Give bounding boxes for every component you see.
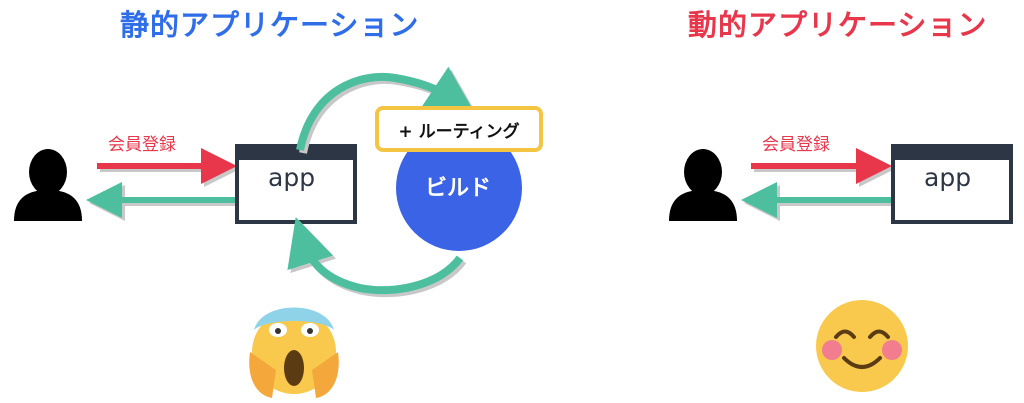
app-label-right: app xyxy=(924,163,972,192)
build-circle xyxy=(396,125,522,251)
app-window-right xyxy=(891,144,1013,224)
build-arrow-top xyxy=(296,66,478,154)
register-label-left: 会員登録 xyxy=(108,135,176,155)
response-arrow-left xyxy=(86,182,239,221)
register-label-right: 会員登録 xyxy=(762,135,830,155)
app-label-left: app xyxy=(268,163,316,192)
request-arrow-right xyxy=(751,148,895,187)
static-app-title: 静的アプリケーション xyxy=(120,8,420,42)
dynamic-app-title: 動的アプリケーション xyxy=(688,8,988,42)
build-label: ビルド xyxy=(424,176,491,201)
user-icon-right xyxy=(669,149,737,221)
user-icon-left xyxy=(14,149,82,221)
response-arrow-right xyxy=(741,182,895,221)
routing-badge: + ルーティング xyxy=(375,106,543,152)
build-arrow-bottom xyxy=(287,217,467,298)
request-arrow-left xyxy=(97,148,240,187)
screaming-face-icon xyxy=(249,307,339,398)
smiling-face-icon xyxy=(816,300,908,392)
